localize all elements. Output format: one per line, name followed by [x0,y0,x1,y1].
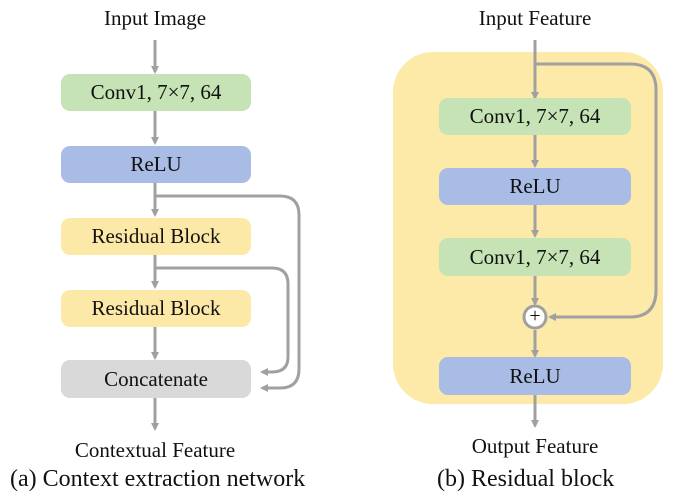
residual-block-2: Residual Block [61,290,251,327]
conv-block-2: Conv1, 7×7, 64 [439,238,631,276]
conv-block-1: Conv1, 7×7, 64 [439,98,631,135]
caption-b: (b) Residual block [437,466,615,492]
residual-block-1: Residual Block [61,218,251,255]
output-feature-label: Output Feature [471,434,599,458]
conv1-block: Conv1, 7×7, 64 [61,74,251,111]
sum-symbol: + [529,305,541,327]
concatenate-block: Concatenate [61,360,251,398]
relu-block-2: ReLU [439,357,631,395]
sum-node [522,304,548,330]
contextual-feature-label: Contextual Feature [74,438,236,462]
skip-relu-to-concat [155,194,301,392]
relu-block: ReLU [61,146,251,183]
relu-block-1: ReLU [439,168,631,205]
skip-identity [535,62,658,321]
input-image-label: Input Image [103,6,207,30]
caption-a: (a) Context extraction network [10,466,306,492]
skip-res1-to-concat [155,266,290,376]
input-feature-label: Input Feature [478,6,592,30]
